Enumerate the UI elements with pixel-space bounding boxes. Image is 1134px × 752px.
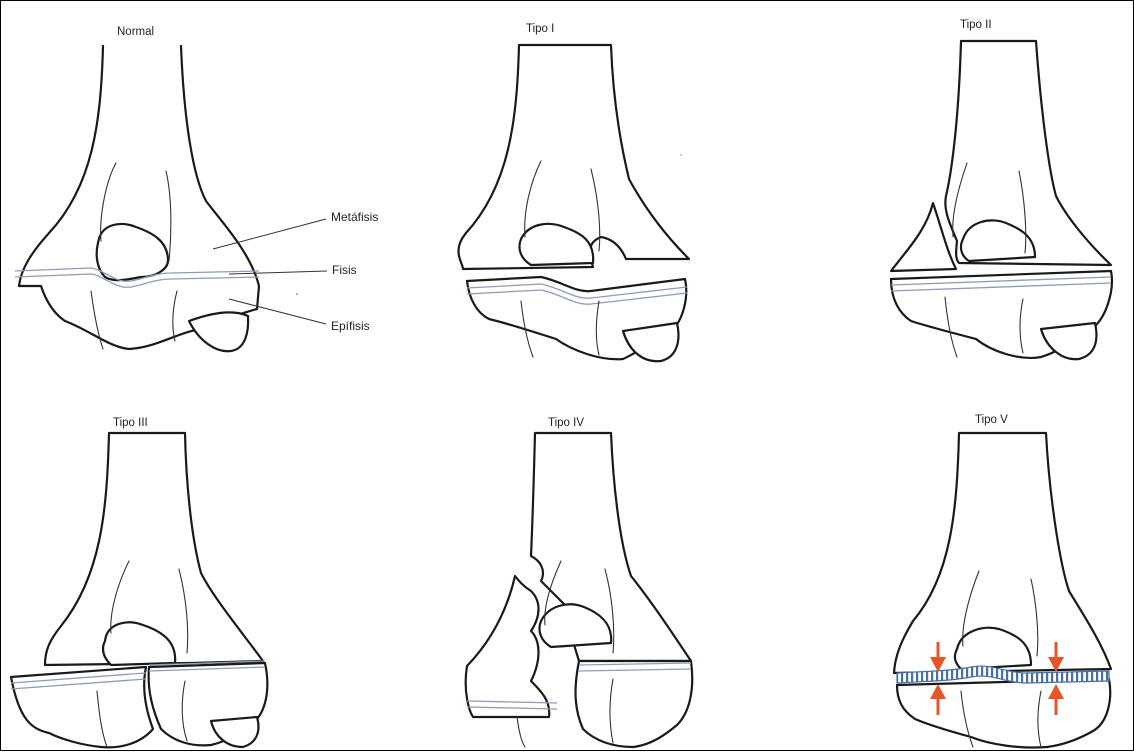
bone-normal bbox=[15, 46, 327, 351]
bone-tipo-iii bbox=[11, 433, 267, 747]
epiphysis-left-tipo-iii bbox=[11, 667, 153, 747]
speck bbox=[680, 154, 682, 156]
bone-tipo-iv bbox=[466, 433, 693, 747]
bone-tipo-ii bbox=[891, 41, 1112, 359]
epiphysis-tipo-v bbox=[897, 679, 1110, 748]
bone-tipo-i bbox=[458, 45, 689, 361]
bone-tipo-v bbox=[894, 433, 1111, 748]
condyle-normal bbox=[189, 312, 248, 351]
speck bbox=[296, 293, 298, 295]
fragment-tipo-iv bbox=[466, 576, 550, 717]
